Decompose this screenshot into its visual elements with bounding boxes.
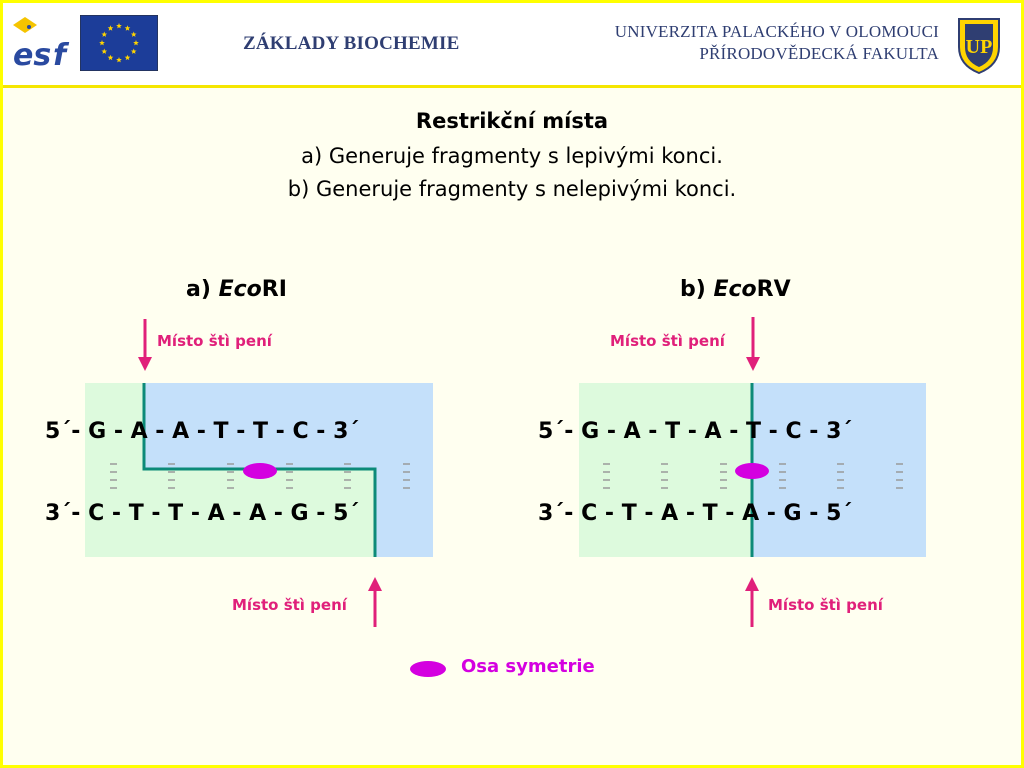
eu-flag-icon [80, 15, 158, 71]
university-name: UNIVERZITA PALACKÉHO V OLOMOUCI PŘÍRODOV… [615, 21, 939, 65]
university-line-2: PŘÍRODOVĚDECKÁ FAKULTA [699, 44, 939, 63]
esf-logo: es f [11, 13, 73, 71]
cut-site-label-a-top: Místo štì pení [157, 332, 272, 350]
top-strand-a: 5´- G - A - A - T - T - C - 3´ [45, 419, 360, 444]
symmetry-axis-marker-a [243, 463, 277, 479]
eu-star-icon [124, 25, 131, 31]
enzyme-a-prefix: a) [186, 277, 219, 302]
university-line-1: UNIVERZITA PALACKÉHO V OLOMOUCI [614, 22, 939, 41]
eu-star-icon [101, 48, 108, 54]
header-divider [3, 85, 1021, 88]
blue-region-b [752, 383, 926, 557]
enzyme-b-italic: Eco [713, 277, 757, 302]
enzyme-a-rest: RI [261, 277, 287, 302]
legend-symmetry-icon [410, 661, 446, 677]
eu-star-icon [116, 57, 122, 63]
svg-text:f: f [53, 38, 70, 71]
enzyme-name-a: a) EcoRI [186, 277, 287, 302]
cut-site-label-b-top: Místo štì pení [610, 332, 725, 350]
header-banner: es f esf ZÁKLADY BIOCHEMIE UNIVERZITA PA… [3, 3, 1021, 85]
description-b: b) Generuje fragmenty s nelepivými konci… [287, 177, 737, 201]
eu-star-icon [133, 40, 139, 46]
bottom-strand-b: 3´- C - T - A - T - A - G - 5´ [538, 501, 853, 526]
eu-star-icon [130, 48, 137, 54]
course-title: ZÁKLADY BIOCHEMIE [243, 33, 460, 54]
base-pair-dashes-b [603, 463, 903, 489]
cut-arrowhead-b-bottom [745, 577, 759, 591]
base-pair-dashes-a [110, 463, 410, 489]
ecori-diagram [85, 317, 926, 627]
enzyme-name-b: b) EcoRV [680, 277, 791, 302]
eu-star-icon [107, 54, 114, 61]
enzyme-b-rest: RV [756, 277, 791, 302]
eu-star-icon [130, 31, 137, 37]
eu-star-icon [116, 23, 122, 29]
svg-text:es: es [13, 38, 51, 71]
blue-region-a [145, 383, 433, 557]
upol-crest-logo: UP [958, 18, 1000, 75]
symmetry-axis-marker-b [735, 463, 769, 479]
cut-arrowhead-a-bottom [368, 577, 382, 591]
eu-star-icon [101, 31, 108, 37]
green-region-a-left [85, 383, 145, 557]
green-region-b [579, 383, 752, 557]
description-a: a) Generuje fragmenty s lepivými konci. [301, 144, 723, 168]
eu-star-icon [124, 54, 131, 61]
legend-symmetry-label: Osa symetrie [461, 656, 595, 677]
cut-site-label-b-bottom: Místo štì pení [768, 596, 883, 614]
enzyme-b-prefix: b) [680, 277, 714, 302]
enzyme-a-italic: Eco [218, 277, 262, 302]
slide-title: Restrikční místa [415, 109, 609, 133]
upol-monogram: UP [966, 36, 993, 58]
eu-star-icon [107, 25, 114, 31]
slide: es f esf ZÁKLADY BIOCHEMIE UNIVERZITA PA… [3, 3, 1021, 765]
green-region-a-lower [145, 469, 375, 557]
top-strand-b: 5´- G - A - T - A - T - C - 3´ [538, 419, 853, 444]
cut-site-label-a-bottom: Místo štì pení [232, 596, 347, 614]
cut-arrowhead-a-top [138, 357, 152, 371]
bottom-strand-a: 3´- C - T - T - A - A - G - 5´ [45, 501, 360, 526]
eu-star-icon [99, 40, 105, 46]
cut-arrowhead-b-top [746, 357, 760, 371]
